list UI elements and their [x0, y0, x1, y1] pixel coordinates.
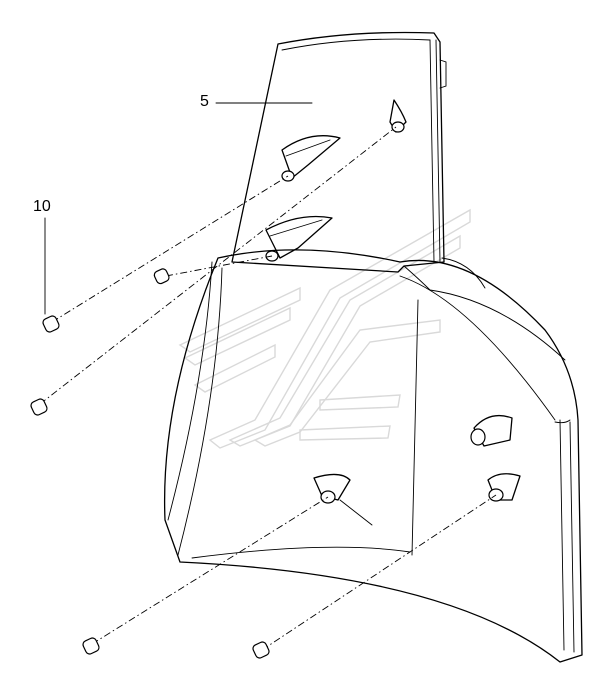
mounting-clip-upper-left: [281, 135, 341, 182]
mounting-clip-middle: [265, 215, 333, 262]
callout-part-5: 5: [200, 93, 209, 110]
bushing: [82, 637, 100, 655]
mounting-clip-lower-left: [313, 473, 373, 526]
watermark-logo: [178, 208, 471, 449]
callout-part-10: 10: [33, 198, 51, 215]
bushing: [252, 641, 270, 659]
bushing: [42, 315, 60, 333]
upper-panel: [231, 31, 447, 273]
curved-housing: [163, 249, 583, 663]
mounting-clip-upper-right: [389, 99, 407, 133]
mounting-clip-side: [470, 414, 513, 447]
bushing: [30, 398, 48, 416]
alignment-lines: [39, 126, 497, 651]
bushing: [153, 268, 170, 285]
